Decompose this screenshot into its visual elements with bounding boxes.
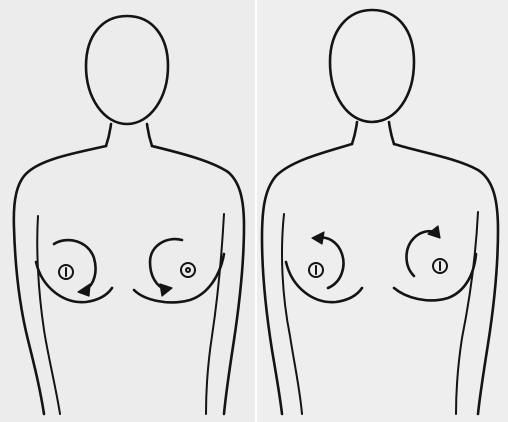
right-figure-head — [330, 10, 414, 122]
left-figure-left-breast-underline — [36, 262, 112, 302]
right-figure-torso-left-side — [282, 214, 302, 414]
right-figure-torso-right-side — [456, 212, 478, 414]
left-figure-right-circular-arrow — [150, 239, 182, 290]
left-figure-right-breast-underline — [134, 254, 224, 302]
left-figure-neck-left — [106, 124, 111, 146]
right-figure — [262, 10, 498, 414]
right-figure-right-arrowhead-icon — [428, 226, 440, 238]
left-figure-left-circular-arrow — [54, 240, 96, 290]
left-figure-torso-left-side — [37, 216, 60, 414]
left-figure-right-nipple-mark — [186, 268, 190, 272]
left-figure-right-arrowhead-icon — [160, 284, 172, 296]
left-figure-left-arrowhead-icon — [78, 284, 90, 296]
right-figure-neck-left — [352, 122, 357, 144]
right-figure-left-circular-arrow — [318, 238, 343, 288]
left-figure-torso-right-side — [206, 214, 224, 414]
right-figure-right-shoulder — [394, 144, 498, 414]
right-figure-left-breast-underline — [286, 262, 362, 302]
left-figure-right-shoulder — [152, 146, 244, 414]
left-figure-neck-right — [147, 124, 152, 146]
right-figure-neck-right — [389, 122, 394, 144]
right-figure-left-arrowhead-icon — [312, 232, 324, 244]
left-figure-head — [86, 16, 168, 124]
right-figure-right-circular-arrow — [407, 231, 435, 276]
left-figure-right-nipple — [181, 263, 195, 277]
left-figure — [14, 16, 244, 414]
